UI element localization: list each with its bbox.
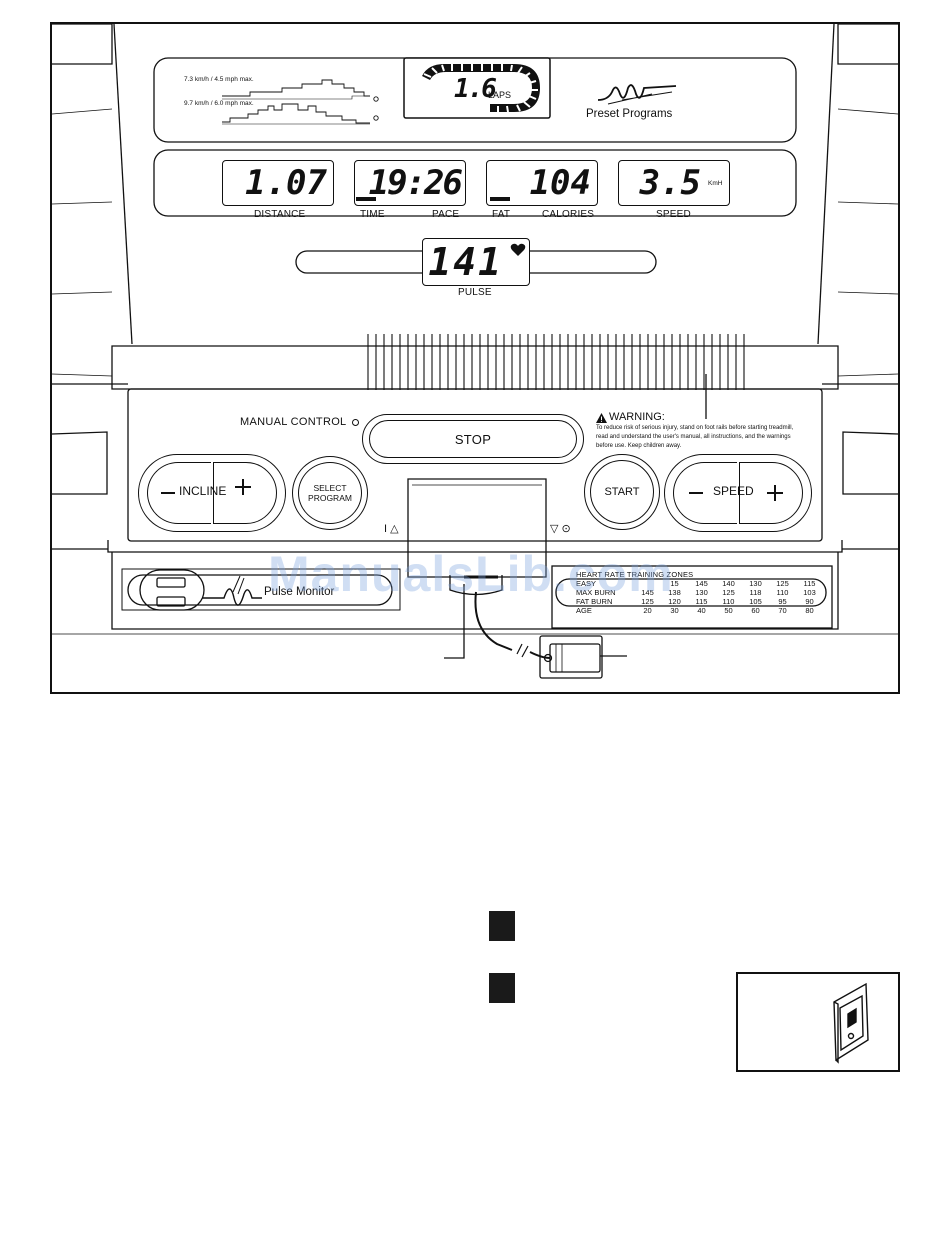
profile-label-1: 7.3 km/h / 4.5 mph max. [184, 76, 254, 83]
speed-unit: KmH [708, 180, 723, 187]
select-program-inner: SELECT PROGRAM [298, 462, 362, 524]
warning-line-2: read and understand the user's manual, a… [596, 434, 791, 440]
step-marker-1 [489, 911, 515, 941]
incline-decrease-button[interactable] [147, 462, 211, 524]
speed-display: 3.5 [618, 160, 730, 206]
speed-value: 3.5 [639, 163, 701, 203]
program-label: PROGRAM [308, 493, 352, 503]
incline-label: INCLINE [179, 484, 227, 498]
track-display [403, 57, 551, 119]
stop-label: STOP [454, 431, 492, 447]
speed-button-label: SPEED [713, 484, 754, 498]
pulse-monitor-label: Pulse Monitor [264, 586, 335, 598]
watermark: ManualsLib.com [268, 546, 674, 602]
warning-title: WARNING: [609, 411, 665, 423]
time-label: TIME [360, 209, 385, 220]
distance-display: 1.07 [222, 160, 334, 206]
incline-control: INCLINE [138, 454, 286, 532]
key-switch-icon [833, 982, 869, 1064]
key-switch-inset [736, 972, 900, 1072]
preset-programs-label: Preset Programs [586, 108, 673, 120]
profile-label-2: 9.7 km/h / 6.0 mph max. [184, 100, 254, 107]
fat-label: FAT [492, 209, 511, 220]
minus-icon [689, 492, 703, 494]
console-outline [52, 24, 898, 679]
speed-label: SPEED [656, 209, 691, 220]
program-profile-graphs [222, 79, 379, 125]
warning-icon [596, 413, 607, 423]
speed-control: SPEED [664, 454, 812, 532]
logo-icon [597, 84, 677, 105]
select-label: SELECT [313, 483, 347, 493]
time-value: 19:26 [368, 163, 463, 203]
start-button[interactable]: START [584, 454, 660, 530]
warning-line-1: To reduce risk of serious injury, stand … [596, 425, 794, 431]
zones-title: HEART RATE TRAINING ZONES [576, 570, 694, 579]
manual-control-label: MANUAL CONTROL [240, 416, 347, 428]
vent-slots [367, 334, 745, 390]
pulse-heart-icon [510, 243, 526, 256]
pulse-label: PULSE [458, 287, 492, 298]
distance-label: DISTANCE [254, 209, 306, 220]
distance-value: 1.07 [245, 163, 327, 203]
speed-decrease-button[interactable] [673, 462, 737, 524]
select-program-button[interactable]: SELECT PROGRAM [292, 456, 368, 530]
plus-icon [242, 479, 244, 495]
incline-indicator: I △ [384, 523, 399, 535]
plus-icon [774, 485, 776, 501]
step-marker-2 [489, 973, 515, 1003]
pulse-value: 141 [428, 240, 503, 284]
pace-label: PACE [432, 209, 460, 220]
calories-label: CALORIES [542, 209, 595, 220]
stop-button-inner: STOP [369, 420, 577, 458]
incline-increase-button[interactable] [213, 462, 277, 524]
track-unit: LAPS [488, 90, 512, 100]
start-button-inner: START [590, 460, 654, 524]
console-illustration: 7.3 km/h / 4.5 mph max. 9.7 km/h / 6.0 m… [50, 22, 900, 694]
track-value: 1.6 [454, 74, 497, 104]
start-label: START [604, 486, 640, 498]
minus-icon [161, 492, 175, 494]
stop-button[interactable]: STOP [362, 414, 584, 464]
time-indicator [356, 197, 376, 201]
speed-indicator: ▽ ⊙ [550, 523, 571, 535]
fat-indicator [490, 197, 510, 201]
calories-value: 104 [529, 163, 591, 203]
manual-control-led [352, 419, 359, 426]
warning-line-3: before use. Keep children away. [596, 443, 682, 449]
